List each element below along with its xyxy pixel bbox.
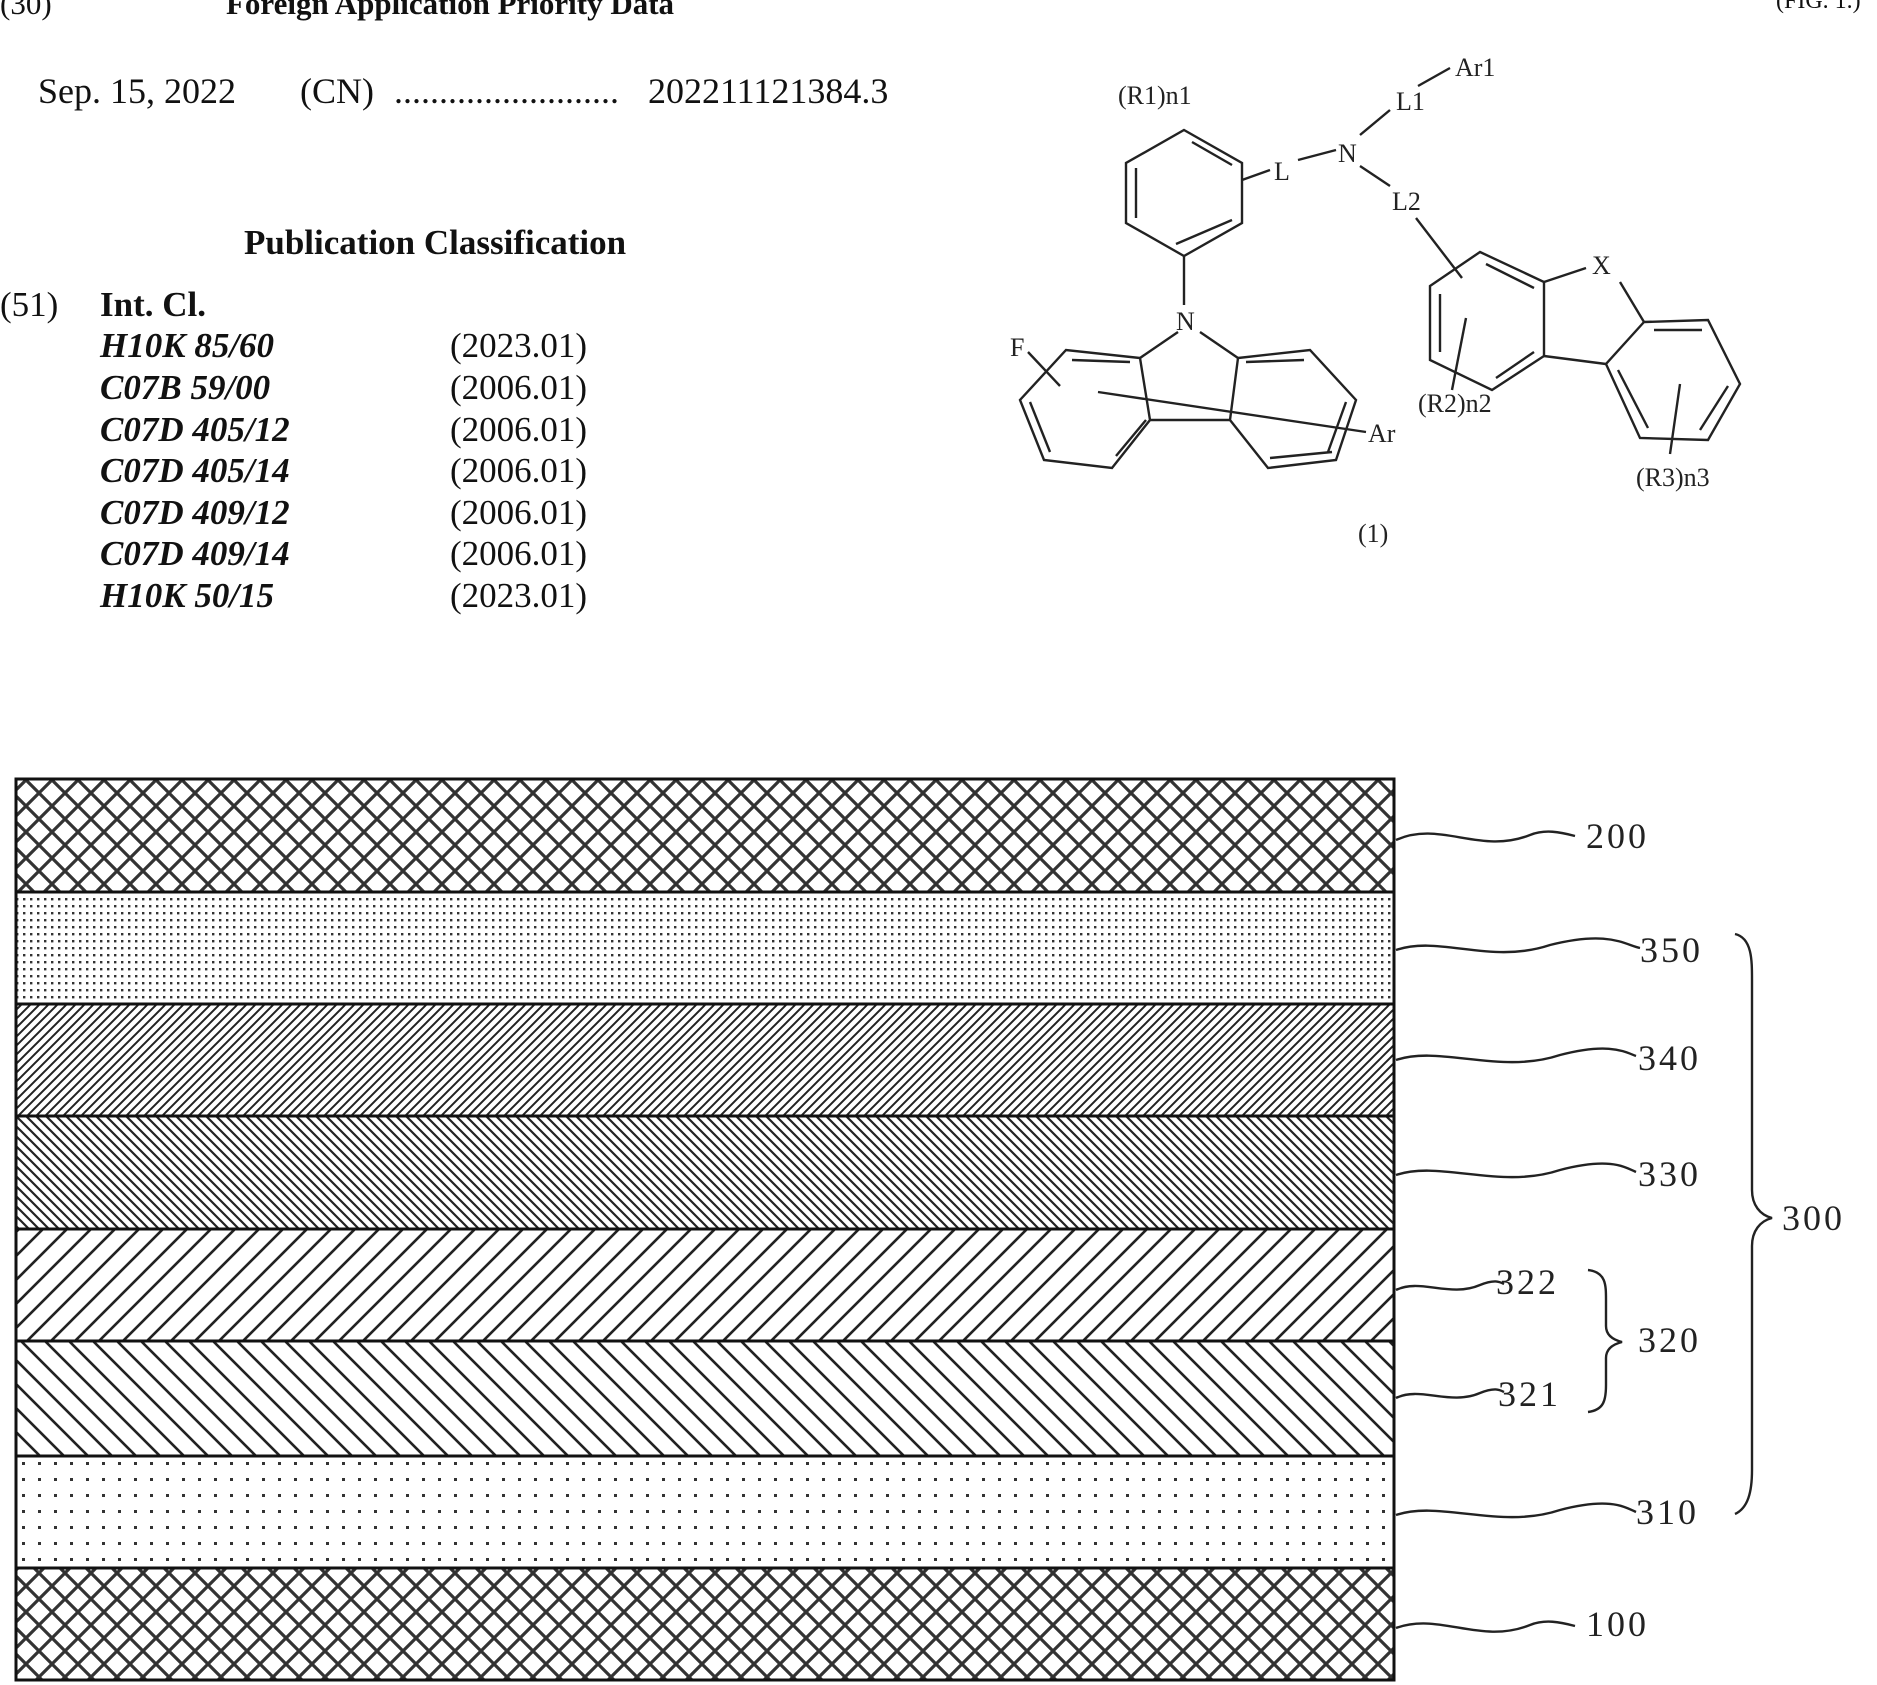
priority-dots: ......................... (394, 70, 619, 112)
publication-classification-title: Publication Classification (244, 223, 626, 263)
label-n-carbazole: N (1176, 307, 1195, 336)
formula-number: (1) (1358, 519, 1388, 548)
class-version: (2023.01) (450, 576, 587, 616)
label-ar: Ar (1368, 419, 1396, 448)
chemical-structure-formula-1: (R1)n1 Ar1 L1 L N L2 X N F Ar (R2)n2 (R3… (990, 40, 1770, 560)
ref-label-350: 350 (1640, 930, 1703, 970)
class-code: C07B 59/00 (100, 368, 270, 408)
label-l2: L2 (1392, 187, 1421, 216)
ref-label-310: 310 (1636, 1492, 1699, 1532)
class-code: C07D 409/12 (100, 493, 290, 533)
layer-330 (16, 1116, 1394, 1229)
section-number-30: (30) (0, 0, 52, 22)
layer-322 (16, 1229, 1394, 1341)
ref-label-200: 200 (1586, 816, 1649, 856)
class-code: H10K 50/15 (100, 576, 274, 616)
ref-label-100: 100 (1586, 1604, 1649, 1644)
class-version: (2006.01) (450, 451, 587, 491)
layer-321 (16, 1341, 1394, 1456)
class-code: C07D 405/12 (100, 410, 290, 450)
class-version: (2006.01) (450, 368, 587, 408)
int-cl-label: Int. Cl. (100, 285, 206, 325)
label-r2: (R2)n2 (1418, 389, 1492, 418)
class-version: (2006.01) (450, 534, 587, 574)
figure-tag: (FIG. 1.) (1776, 0, 1861, 15)
priority-number: 202211121384.3 (648, 70, 888, 112)
label-l1: L1 (1396, 87, 1425, 116)
class-code: H10K 85/60 (100, 326, 274, 366)
layer-350 (16, 892, 1394, 1004)
label-f: F (1010, 333, 1024, 362)
ref-label-320: 320 (1638, 1320, 1701, 1360)
ref-label-340: 340 (1638, 1038, 1701, 1078)
label-l: L (1274, 157, 1290, 186)
class-code: C07D 405/14 (100, 451, 290, 491)
label-ar1: Ar1 (1455, 53, 1495, 82)
ref-label-330: 330 (1638, 1154, 1701, 1194)
label-n-amine: N (1338, 139, 1357, 168)
priority-country: (CN) (300, 70, 374, 112)
label-x: X (1592, 251, 1611, 280)
section-number-51: (51) (0, 285, 58, 325)
layer-100 (16, 1568, 1394, 1680)
label-r3: (R3)n3 (1636, 463, 1710, 492)
layer-310 (16, 1456, 1394, 1568)
device-layer-diagram: 200 350 340 330 322 321 310 100 320 300 (0, 760, 1877, 1685)
class-version: (2006.01) (450, 493, 587, 533)
class-code: C07D 409/14 (100, 534, 290, 574)
section-title-priority: Foreign Application Priority Data (226, 0, 674, 22)
priority-date: Sep. 15, 2022 (38, 70, 236, 112)
layer-200 (16, 779, 1394, 892)
ref-label-300: 300 (1782, 1198, 1845, 1238)
ref-label-321: 321 (1498, 1374, 1561, 1414)
label-r1: (R1)n1 (1118, 81, 1192, 110)
class-version: (2023.01) (450, 326, 587, 366)
class-version: (2006.01) (450, 410, 587, 450)
ref-label-322: 322 (1496, 1262, 1559, 1302)
layer-340 (16, 1004, 1394, 1116)
